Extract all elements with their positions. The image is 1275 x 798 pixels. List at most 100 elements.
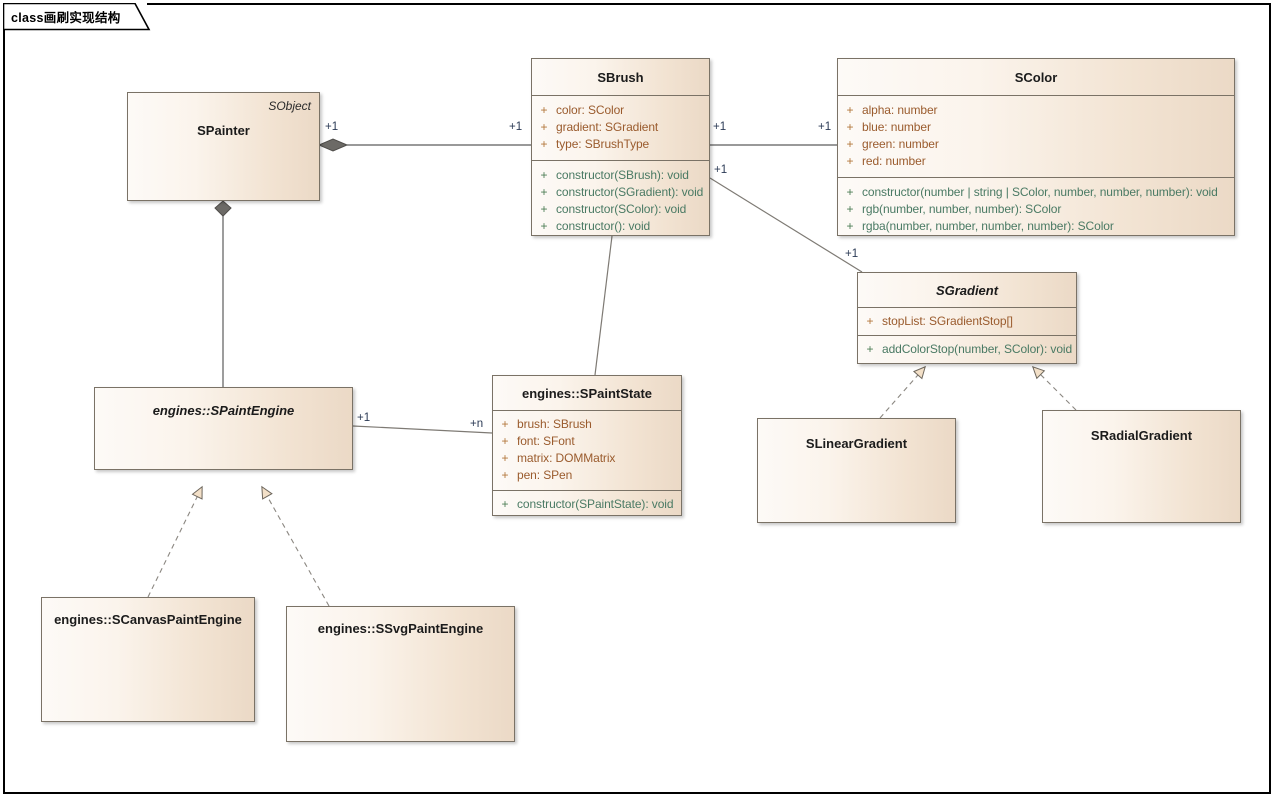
class-box-ssvgpaintengine[interactable]: engines::SSvgPaintEngine <box>286 606 515 742</box>
attribute-row: + gradient: SGradient <box>532 119 709 136</box>
attribute-row: + red: number <box>838 153 1234 170</box>
visibility-marker: + <box>540 103 548 117</box>
attribute-text: gradient: SGradient <box>556 120 659 134</box>
class-box-scolor[interactable]: SColor + alpha: number + blue: number + … <box>837 58 1235 236</box>
scolor-divider-2 <box>838 177 1234 178</box>
operation-row: + constructor(SPaintState): void <box>493 496 681 513</box>
diagram-title-label: class画刷实现结构 <box>11 11 121 25</box>
visibility-marker: + <box>846 202 854 216</box>
multiplicity-engine-state-target: +n <box>470 418 484 430</box>
spaintstate-divider-2 <box>493 490 681 491</box>
operation-row: + constructor(SGradient): void <box>532 184 709 201</box>
sbrush-divider-1 <box>532 95 709 96</box>
link-sradialgradient-sgradient <box>1031 365 1077 411</box>
class-box-slineargradient[interactable]: SLinearGradient <box>757 418 956 523</box>
spaintstate-attributes: + brush: SBrush + font: SFont + matrix: … <box>493 411 681 490</box>
link-spaintengine-spaintstate <box>352 425 493 434</box>
spaintstate-class-name: engines::SPaintState <box>521 385 653 401</box>
link-sbrush-sgradient <box>709 177 863 273</box>
class-box-sgradient[interactable]: SGradient + stopList: SGradientStop[] + … <box>857 272 1077 364</box>
link-spainter-spaintengine <box>214 200 232 387</box>
operation-text: constructor(SPaintState): void <box>517 497 674 511</box>
operation-row: + rgb(number, number, number): SColor <box>838 201 1234 218</box>
sbrush-attributes: + color: SColor + gradient: SGradient + … <box>532 96 709 160</box>
operation-row: + addColorStop(number, SColor): void <box>858 341 1076 358</box>
multiplicity-engine-state-source: +1 <box>357 412 371 424</box>
operation-text: constructor(SBrush): void <box>556 168 689 182</box>
operation-row: + constructor(number | string | SColor, … <box>838 184 1234 201</box>
class-box-sbrush[interactable]: SBrush + color: SColor + gradient: SGrad… <box>531 58 710 236</box>
link-spainter-sbrush <box>317 138 531 152</box>
spainter-stereotype: SObject <box>268 99 311 113</box>
visibility-marker: + <box>846 137 854 151</box>
link-scanvaspaintengine-spaintengine <box>147 485 203 598</box>
link-ssvgpaintengine-spaintengine <box>261 485 330 607</box>
sgradient-title-band: SGradient <box>858 273 1076 307</box>
link-slineargradient-sgradient <box>879 365 926 419</box>
visibility-marker: + <box>540 137 548 151</box>
sbrush-divider-2 <box>532 160 709 161</box>
attribute-row: + stopList: SGradientStop[] <box>858 313 1076 330</box>
spaintengine-title-band: engines::SPaintEngine <box>95 388 352 469</box>
visibility-marker: + <box>501 451 509 465</box>
operation-text: constructor(SGradient): void <box>556 185 704 199</box>
operation-text: constructor(): void <box>556 219 651 233</box>
spaintstate-title-band: engines::SPaintState <box>493 376 681 410</box>
slineargradient-title-band: SLinearGradient <box>758 419 955 522</box>
attribute-text: font: SFont <box>517 434 575 448</box>
attribute-row: + green: number <box>838 136 1234 153</box>
spainter-title-band: SObject SPainter <box>128 93 319 200</box>
attribute-row: + brush: SBrush <box>493 416 681 433</box>
visibility-marker: + <box>866 342 874 356</box>
multiplicity-brush-color-source: +1 <box>713 121 727 133</box>
sgradient-attributes: + stopList: SGradientStop[] <box>858 308 1076 335</box>
sbrush-operations: + constructor(SBrush): void + constructo… <box>532 161 709 235</box>
class-box-sradialgradient[interactable]: SRadialGradient <box>1042 410 1241 523</box>
attribute-row: + color: SColor <box>532 102 709 119</box>
attribute-text: brush: SBrush <box>517 417 592 431</box>
spaintstate-divider-1 <box>493 410 681 411</box>
operation-text: rgba(number, number, number, number): SC… <box>862 219 1114 233</box>
visibility-marker: + <box>501 468 509 482</box>
visibility-marker: + <box>846 185 854 199</box>
visibility-marker: + <box>540 120 548 134</box>
scolor-title-band: SColor <box>838 59 1234 95</box>
class-box-scanvaspaintengine[interactable]: engines::SCanvasPaintEngine <box>41 597 255 722</box>
visibility-marker: + <box>540 219 548 233</box>
class-box-spaintstate[interactable]: engines::SPaintState + brush: SBrush + f… <box>492 375 682 516</box>
sgradient-divider-1 <box>858 307 1076 308</box>
multiplicity-brush-gradient-target: +1 <box>845 248 859 260</box>
visibility-marker: + <box>846 120 854 134</box>
attribute-text: green: number <box>862 137 939 151</box>
operation-text: rgb(number, number, number): SColor <box>862 202 1062 216</box>
operation-row: + constructor(SColor): void <box>532 201 709 218</box>
attribute-text: blue: number <box>862 120 931 134</box>
spainter-class-name: SPainter <box>197 123 250 138</box>
multiplicity-brush-gradient-source: +1 <box>714 164 728 176</box>
diagram-frame <box>3 3 1271 794</box>
scanvaspaintengine-title-band: engines::SCanvasPaintEngine <box>42 598 254 721</box>
operation-text: constructor(SColor): void <box>556 202 687 216</box>
class-box-spaintengine[interactable]: engines::SPaintEngine <box>94 387 353 470</box>
attribute-text: matrix: DOMMatrix <box>517 451 616 465</box>
spaintengine-class-name: engines::SPaintEngine <box>152 403 295 418</box>
slineargradient-class-name: SLinearGradient <box>805 436 908 451</box>
attribute-text: stopList: SGradientStop[] <box>882 314 1013 328</box>
visibility-marker: + <box>501 417 509 431</box>
visibility-marker: + <box>846 219 854 233</box>
sgradient-class-name: SGradient <box>935 282 999 298</box>
visibility-marker: + <box>540 185 548 199</box>
attribute-text: pen: SPen <box>517 468 573 482</box>
visibility-marker: + <box>846 103 854 117</box>
visibility-marker: + <box>501 497 509 511</box>
visibility-marker: + <box>866 314 874 328</box>
attribute-row: + type: SBrushType <box>532 136 709 153</box>
operation-text: addColorStop(number, SColor): void <box>882 342 1073 356</box>
class-box-spainter[interactable]: SObject SPainter <box>127 92 320 201</box>
sbrush-class-name: SBrush <box>597 69 644 85</box>
multiplicity-painter-brush-target: +1 <box>509 121 523 133</box>
sgradient-operations: + addColorStop(number, SColor): void <box>858 336 1076 363</box>
diagram-title-tab: class画刷实现结构 <box>3 3 151 31</box>
sgradient-divider-2 <box>858 335 1076 336</box>
